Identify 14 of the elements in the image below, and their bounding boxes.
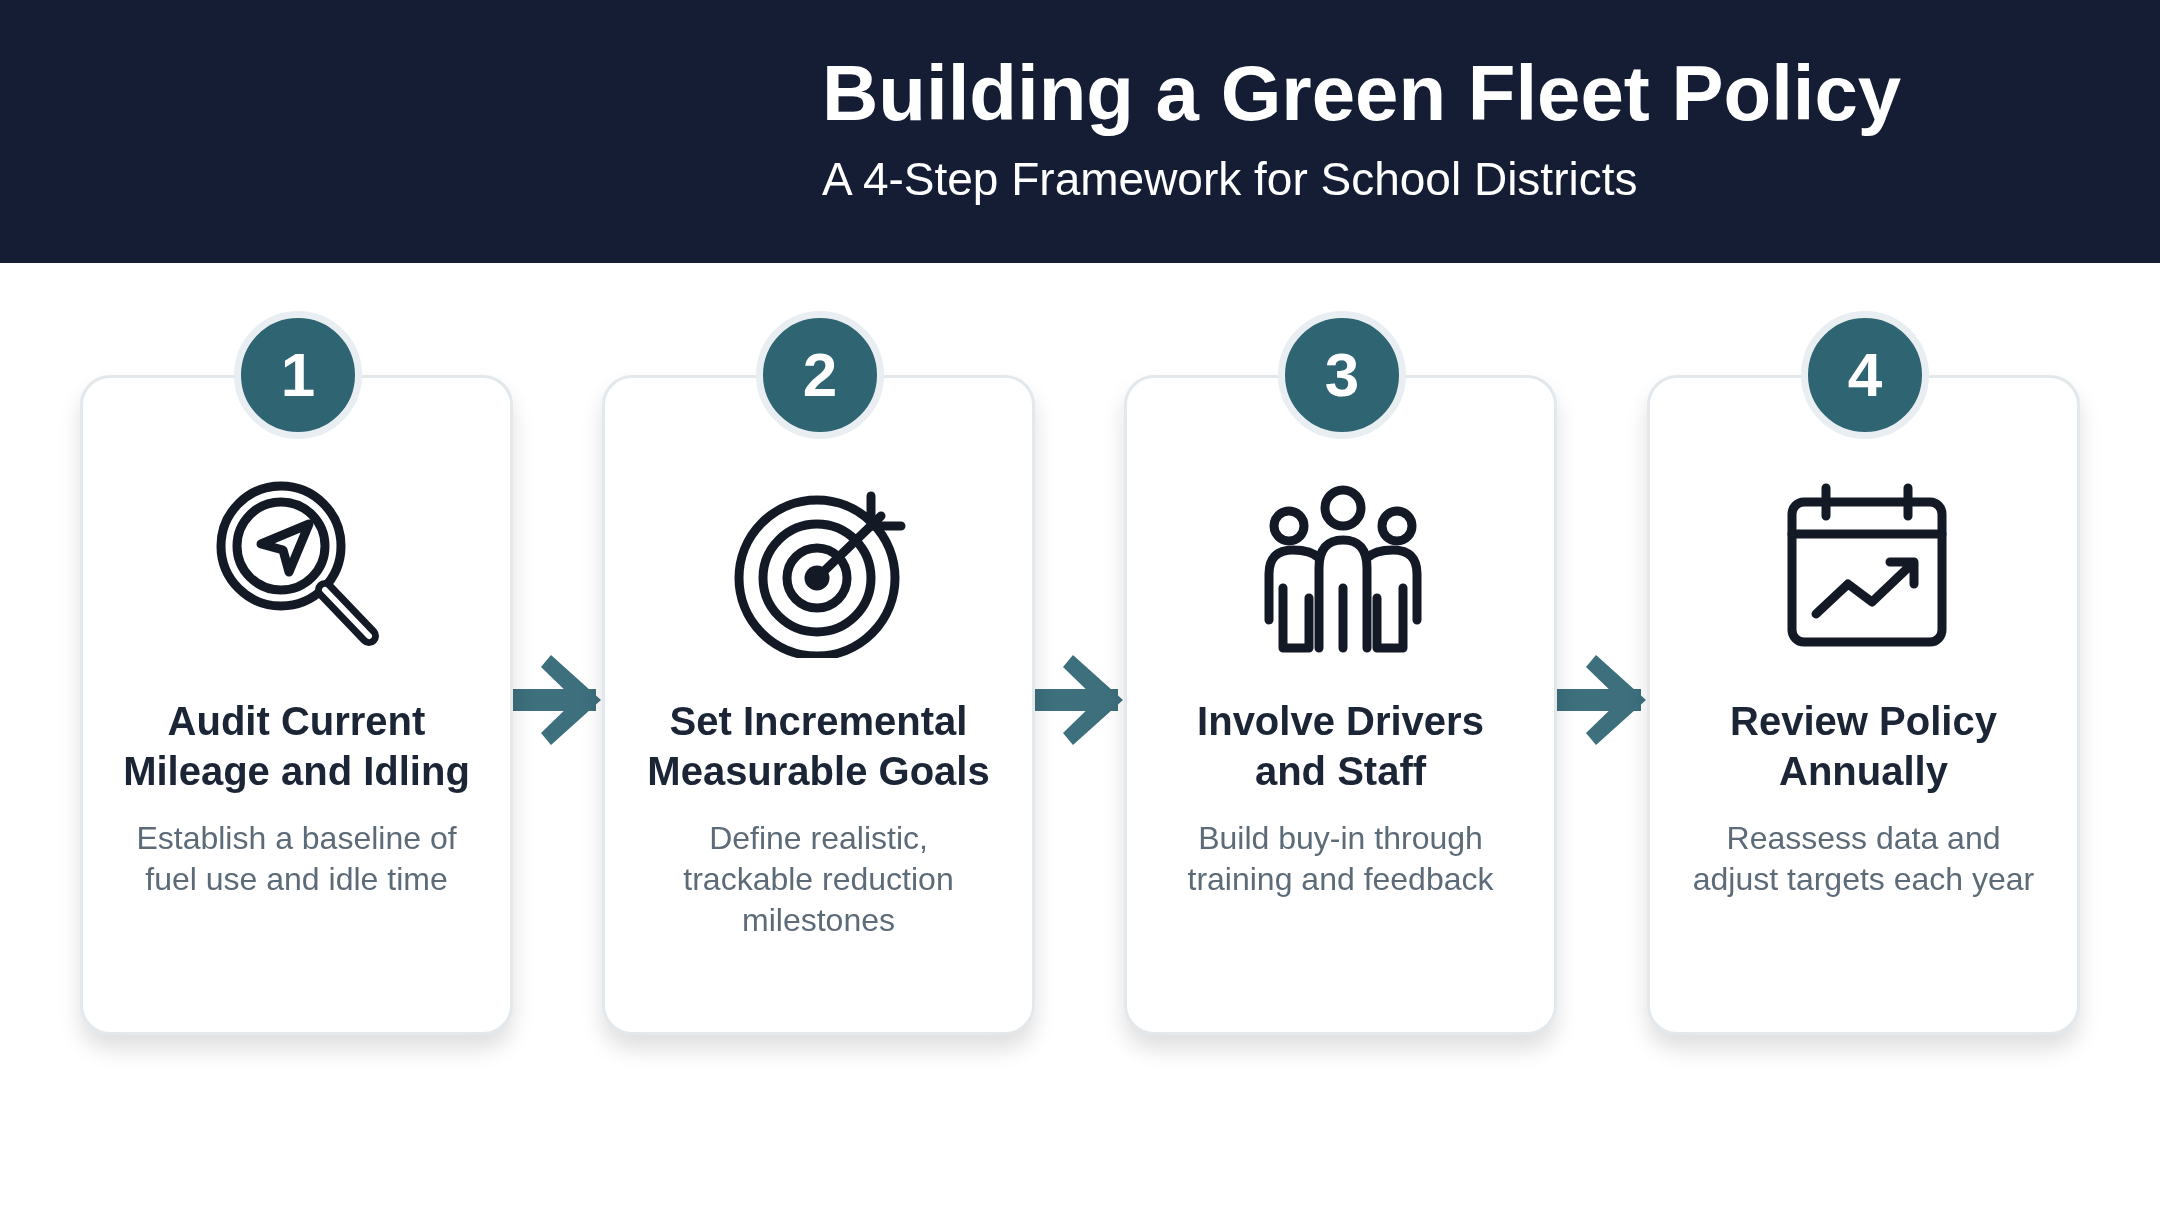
step-title: Audit Current Mileage and Idling: [123, 698, 470, 795]
step-title: Involve Drivers and Staff: [1196, 698, 1485, 795]
title: Building a Green Fleet Policy: [822, 48, 1902, 139]
subtitle: A 4-Step Framework for School Districts: [822, 152, 1638, 206]
step-title: Review Policy Annually: [1729, 698, 1998, 795]
step-number: 3: [1278, 311, 1406, 439]
step-number: 4: [1801, 311, 1929, 439]
step-number: 2: [756, 311, 884, 439]
step-description: Define realistic, trackable reduction milestones: [682, 819, 955, 940]
step-number: 1: [234, 311, 362, 439]
step-description: Build buy-in through training and feedback: [1186, 819, 1495, 899]
step-title: Set Incremental Measurable Goals: [646, 698, 991, 795]
step-description: Establish a baseline of fuel use and idle time: [135, 819, 458, 899]
step-description: Reassess data and adjust targets each year: [1691, 819, 2036, 899]
